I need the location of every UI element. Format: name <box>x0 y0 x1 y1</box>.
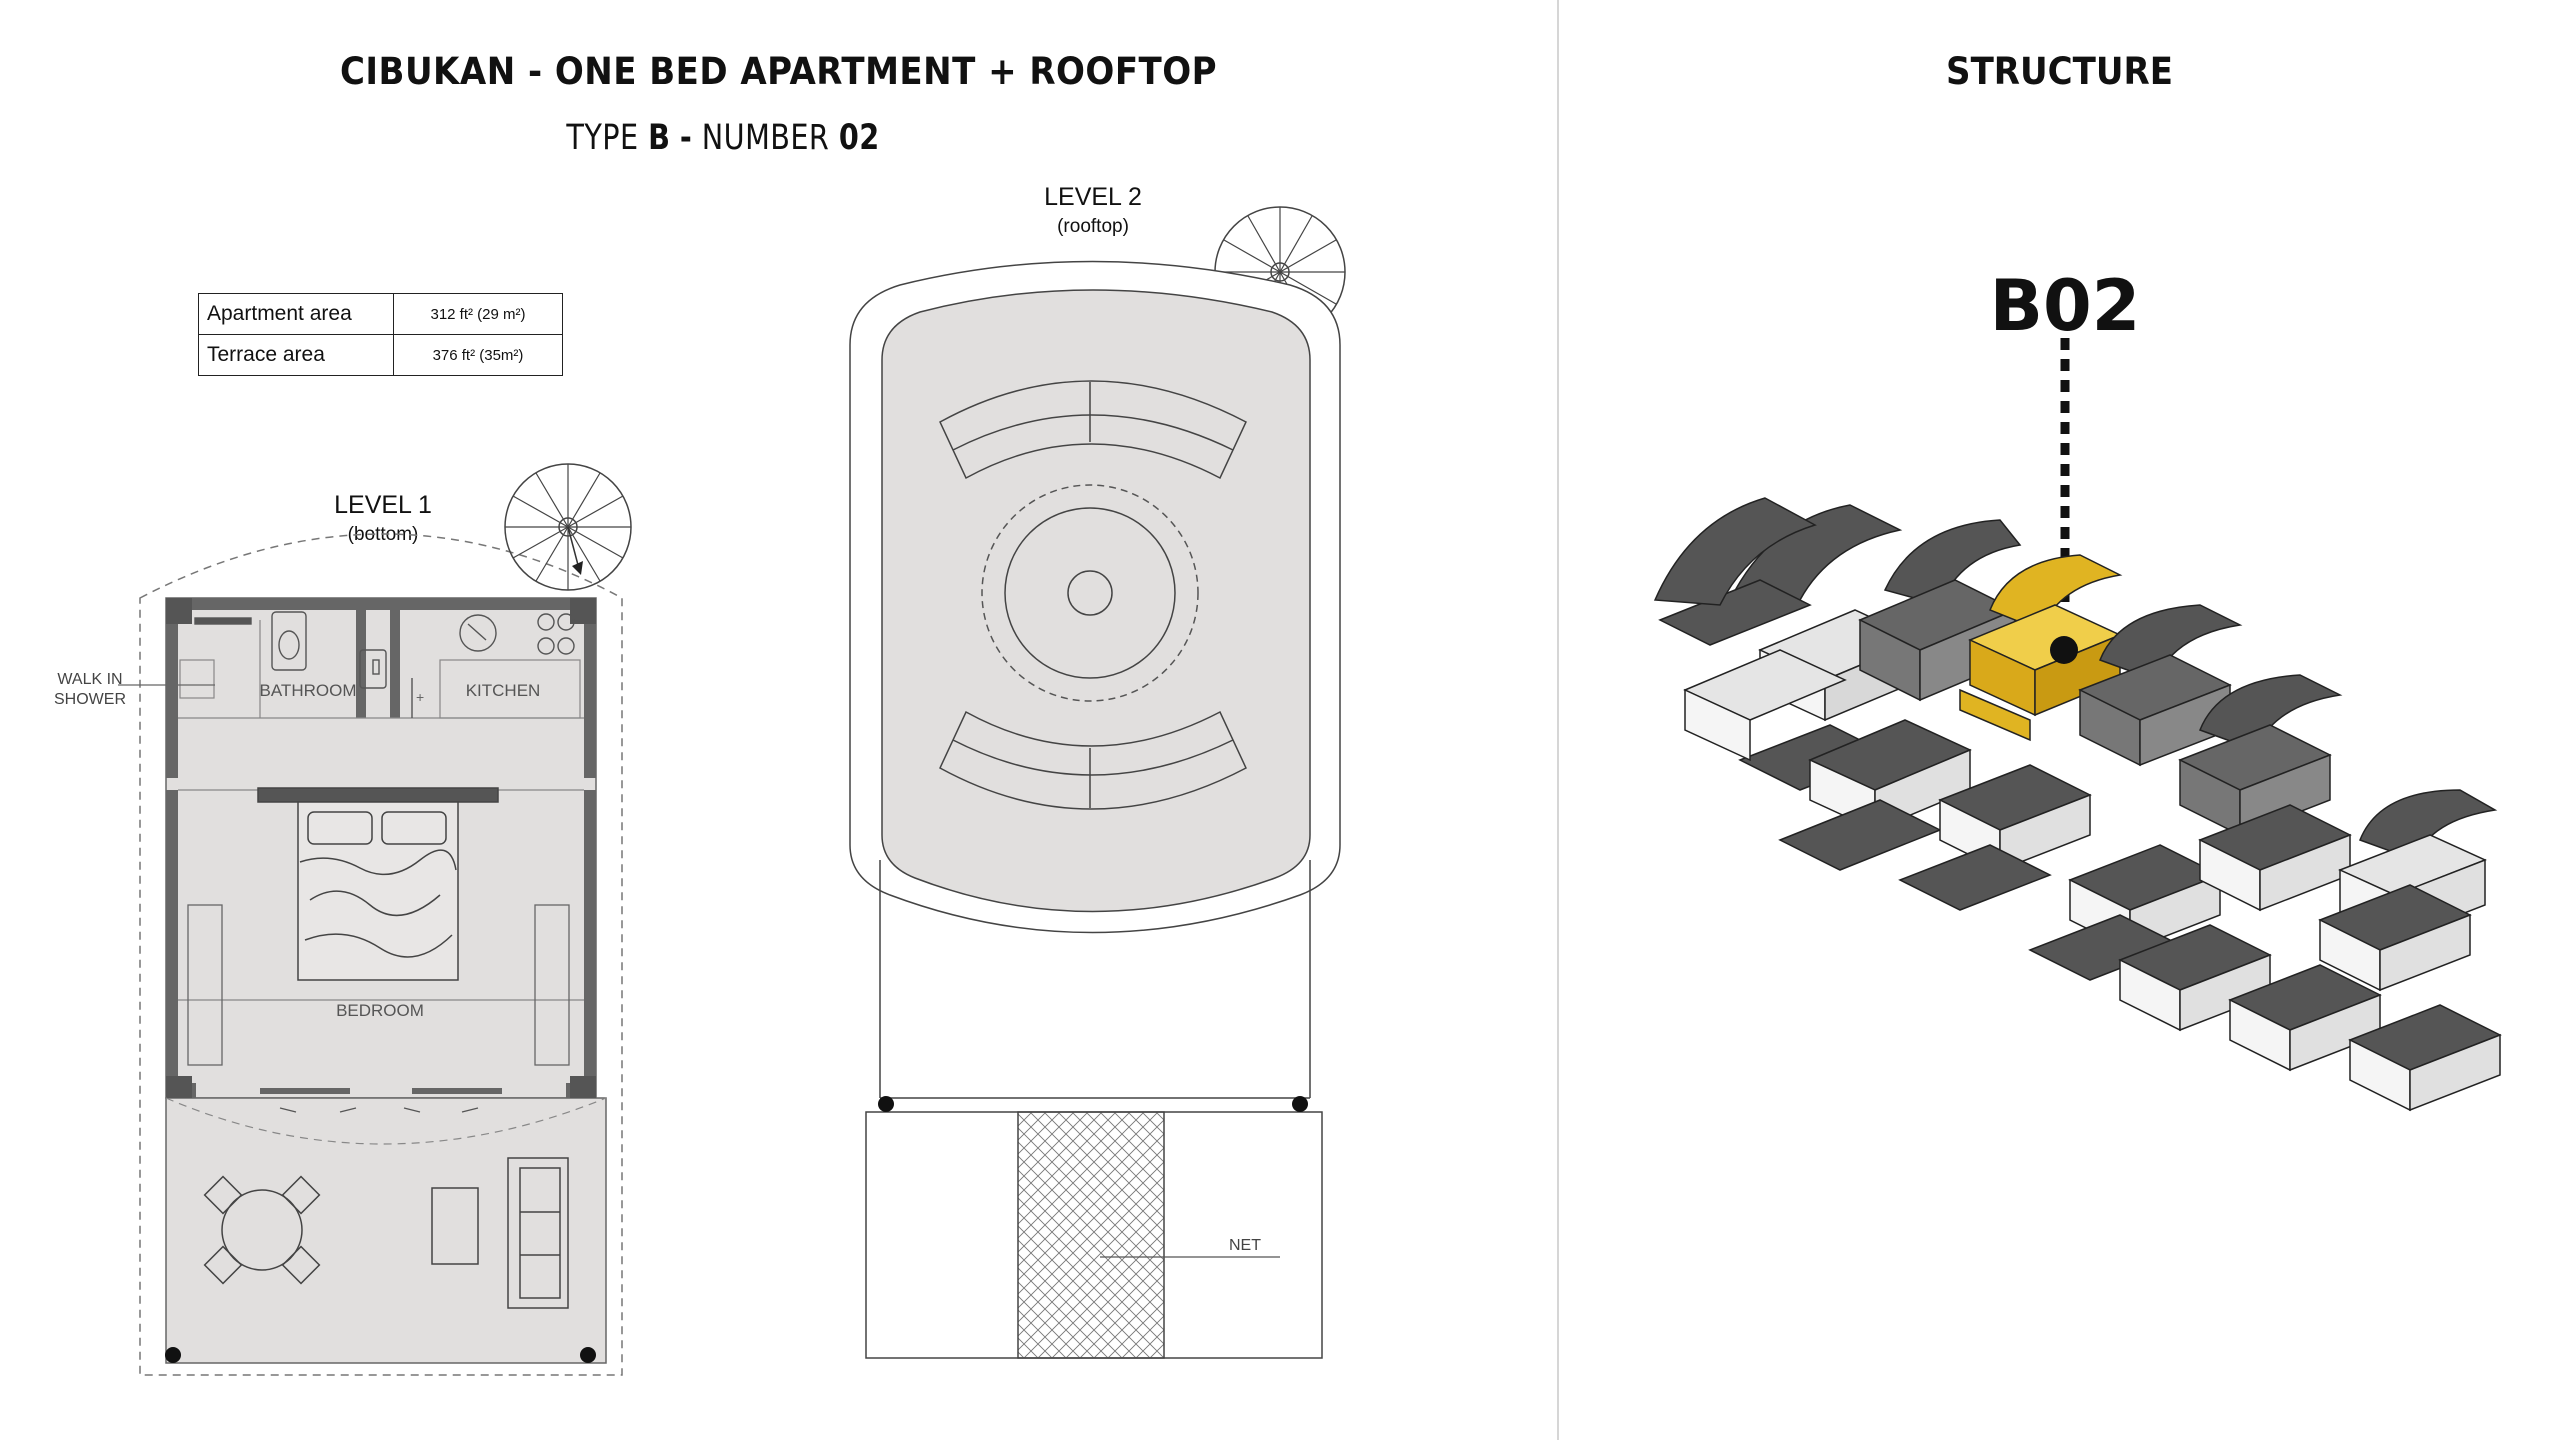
structure-title: STRUCTURE <box>1946 50 2173 93</box>
bathroom-label: BATHROOM <box>260 681 357 700</box>
cabin-unit <box>2318 884 2472 992</box>
bedroom-label: BEDROOM <box>336 1001 424 1020</box>
dining-set-icon <box>203 1175 321 1285</box>
wardrobe-right <box>534 904 570 1066</box>
walk-in-shower-label-2: SHOWER <box>54 691 126 708</box>
sofa-icon <box>507 1157 569 1309</box>
cabin-unit <box>2118 924 2272 1032</box>
kitchen-fixtures <box>411 613 575 718</box>
roof-deck <box>881 289 1311 913</box>
curved-bench-bottom <box>939 710 1247 810</box>
walk-in-shower-label: WALK IN <box>57 671 122 688</box>
cabin-unit <box>2028 844 2222 981</box>
area-label: Terrace area <box>198 334 394 376</box>
cabin-unit <box>1898 764 2092 911</box>
unit-label: B02 <box>1990 265 2141 347</box>
curved-bench-top <box>939 380 1247 480</box>
door-swing <box>165 1097 607 1145</box>
page-title: CIBUKAN - ONE BED APARTMENT + ROOFTOP <box>339 50 1218 93</box>
round-table <box>1004 507 1176 679</box>
roof-outline-dashed <box>139 533 623 1376</box>
level2-plan: LEVEL 2 (rooftop) <box>849 183 1346 1359</box>
cabin-unit <box>1653 497 1847 762</box>
page-divider <box>1557 0 1559 1440</box>
bed-icon <box>257 787 499 981</box>
coffee-table <box>431 1187 479 1265</box>
area-table: Apartment area 312 ft² (29 m²) Terrace a… <box>198 293 563 376</box>
cabin-unit <box>2078 604 2243 767</box>
structure-isometric: B02 <box>1653 265 2502 1112</box>
table-row: Terrace area 376 ft² (35m²) <box>198 334 563 376</box>
round-seating-dashed <box>981 484 1199 702</box>
level2-subtitle: (rooftop) <box>1057 216 1129 237</box>
table-row: Apartment area 312 ft² (29 m²) <box>198 293 563 335</box>
area-value: 376 ft² (35m²) <box>393 334 563 376</box>
cabin-unit <box>1778 719 1972 871</box>
level1-plan: LEVEL 1 (bottom) <box>54 463 632 1376</box>
terrace-floor <box>165 1097 607 1364</box>
type-value: B <box>648 118 671 158</box>
number-label: NUMBER <box>701 118 830 158</box>
kitchen-label: KITCHEN <box>466 681 541 700</box>
bathroom-fixtures <box>194 611 387 689</box>
level1-title: LEVEL 1 <box>334 491 432 519</box>
wardrobe-left <box>187 904 223 1066</box>
walls <box>166 598 596 1098</box>
net-label: NET <box>1229 1237 1261 1254</box>
cabin-unit <box>2178 674 2343 837</box>
svg-text:+: + <box>416 689 424 705</box>
level2-title: LEVEL 2 <box>1044 183 1142 211</box>
spiral-stair-icon <box>504 463 632 591</box>
cabin-unit <box>2348 1004 2502 1112</box>
number-value: 02 <box>838 118 880 158</box>
type-label: TYPE <box>566 118 639 158</box>
round-center <box>1067 570 1113 616</box>
area-value: 312 ft² (29 m²) <box>393 293 563 335</box>
unit-marker <box>2050 636 2078 664</box>
net-area <box>1017 1111 1165 1359</box>
type-separator: - <box>679 118 693 158</box>
unit-type-number: TYPE B - NUMBER 02 <box>130 118 1316 158</box>
highlighted-unit-b02 <box>1959 554 2123 742</box>
